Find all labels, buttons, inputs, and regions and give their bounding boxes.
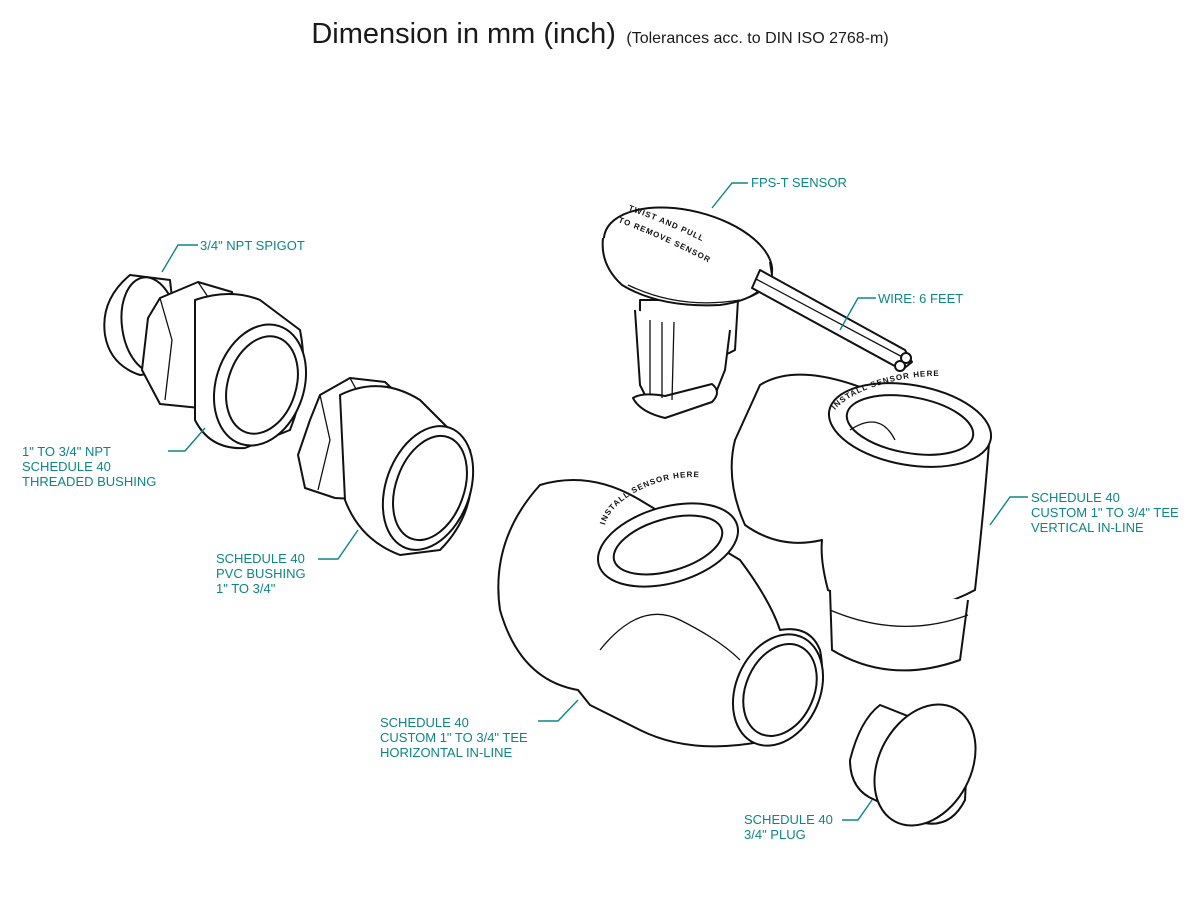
callout-sensor: FPS-T SENSOR bbox=[751, 175, 847, 190]
wire-end-2 bbox=[894, 360, 906, 372]
callout-vertical-tee: SCHEDULE 40 CUSTOM 1" TO 3/4" TEE VERTIC… bbox=[1031, 490, 1179, 535]
vertical-tee-inner-curve bbox=[849, 421, 896, 441]
bushing-opening-inner bbox=[225, 335, 299, 435]
callout-pvc-bushing: SCHEDULE 40 PVC BUSHING 1" TO 3/4" bbox=[216, 551, 306, 596]
callout-vertical-tee-line-1: SCHEDULE 40 bbox=[1031, 490, 1120, 505]
leader-wire bbox=[839, 297, 876, 331]
callout-pvc-bushing-line-1: SCHEDULE 40 bbox=[216, 551, 305, 566]
callout-plug-line-1: SCHEDULE 40 bbox=[744, 812, 833, 827]
callout-threaded-bushing: 1" TO 3/4" NPT SCHEDULE 40 THREADED BUSH… bbox=[22, 444, 156, 489]
callout-sensor-line-1: FPS-T SENSOR bbox=[751, 175, 847, 190]
leader-pvc-bushing bbox=[318, 529, 359, 560]
sensor-cap-rim-line bbox=[627, 284, 741, 304]
sensor-stem-lines bbox=[649, 320, 675, 401]
leader-threaded-bushing bbox=[168, 427, 206, 452]
callout-threaded-bushing-line-3: THREADED BUSHING bbox=[22, 474, 157, 489]
callout-plug-line-2: 3/4" PLUG bbox=[744, 827, 806, 842]
leader-plug bbox=[842, 799, 873, 821]
callout-spigot-line-1: 3/4" NPT SPIGOT bbox=[200, 238, 305, 253]
fps-t-sensor-part: TWIST AND PULL TO REMOVE SENSOR bbox=[601, 203, 913, 419]
pvc-bushing-part bbox=[297, 377, 475, 556]
plug-part bbox=[849, 703, 977, 827]
vertical-tee-ring-inner bbox=[845, 394, 975, 456]
title-subtitle: (Tolerances acc. to DIN ISO 2768-m) bbox=[626, 30, 889, 47]
wire-end-1 bbox=[900, 352, 912, 364]
vertical-tee-spigot bbox=[829, 589, 969, 672]
leader-sensor bbox=[711, 182, 748, 209]
pvc-bushing-opening-inner bbox=[392, 434, 468, 542]
threaded-bushing-part bbox=[103, 274, 308, 450]
callout-pvc-bushing-line-2: PVC BUSHING bbox=[216, 566, 306, 581]
callout-pvc-bushing-line-3: 1" TO 3/4" bbox=[216, 581, 276, 596]
horizontal-tee-saddle bbox=[599, 613, 741, 661]
callout-threaded-bushing-line-2: SCHEDULE 40 bbox=[22, 459, 111, 474]
callout-threaded-bushing-line-1: 1" TO 3/4" NPT bbox=[22, 444, 111, 459]
callout-wire-line-1: WIRE: 6 FEET bbox=[878, 291, 964, 306]
callout-spigot: 3/4" NPT SPIGOT bbox=[200, 238, 305, 253]
vertical-tee-spigot-line bbox=[829, 609, 969, 628]
callout-horizontal-tee-line-1: SCHEDULE 40 bbox=[380, 715, 469, 730]
horizontal-tee-ring-inner bbox=[612, 514, 724, 576]
vertical-tee-part: INSTALL SENSOR HERE bbox=[730, 369, 993, 672]
horizontal-tee-part: INSTALL SENSOR HERE bbox=[497, 470, 825, 748]
callout-horizontal-tee: SCHEDULE 40 CUSTOM 1" TO 3/4" TEE HORIZO… bbox=[380, 715, 528, 760]
horizontal-tee-side-outlet-inner bbox=[742, 643, 818, 737]
callout-horizontal-tee-line-2: CUSTOM 1" TO 3/4" TEE bbox=[380, 730, 528, 745]
callout-plug: SCHEDULE 40 3/4" PLUG bbox=[744, 812, 833, 842]
callout-wire: WIRE: 6 FEET bbox=[878, 291, 963, 306]
plug-face bbox=[873, 703, 977, 827]
leader-vertical-tee bbox=[989, 496, 1028, 526]
sensor-base-plate bbox=[632, 383, 718, 419]
leader-horizontal-tee bbox=[538, 699, 579, 722]
page-title: Dimension in mm (inch) (Tolerances acc. … bbox=[0, 18, 1200, 51]
callout-horizontal-tee-line-3: HORIZONTAL IN-LINE bbox=[380, 745, 513, 760]
title-main: Dimension in mm (inch) bbox=[311, 18, 616, 50]
sensor-cap-rim bbox=[601, 237, 773, 307]
sensor-wire-split bbox=[755, 278, 909, 361]
leader-spigot bbox=[161, 244, 198, 273]
leader-lines bbox=[161, 182, 1028, 821]
callout-vertical-tee-line-3: VERTICAL IN-LINE bbox=[1031, 520, 1144, 535]
callout-vertical-tee-line-2: CUSTOM 1" TO 3/4" TEE bbox=[1031, 505, 1179, 520]
